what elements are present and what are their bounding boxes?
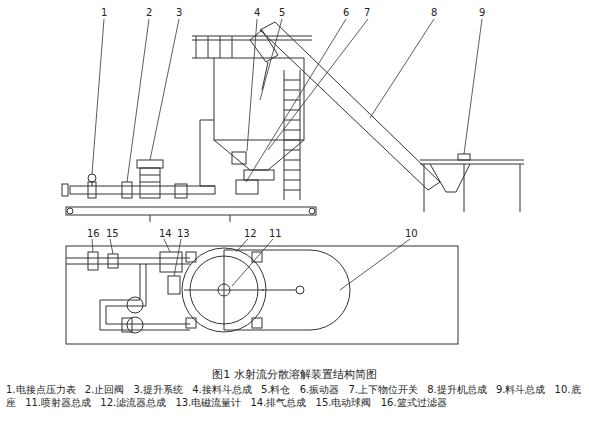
ladder-rung [284,160,300,161]
part-name: 13.电磁流量计 [175,397,241,408]
part-name: 9.料斗总成 [496,384,546,395]
ladder-rung [284,80,300,81]
callout-number: 11 [268,228,283,239]
callout-number: 3 [175,7,183,18]
callout-number: 12 [243,228,258,239]
ladder-rung [284,130,300,131]
part-name: 12.滤流器总成 [100,397,166,408]
callout-number: 13 [176,228,191,239]
callout-number: 2 [145,7,153,18]
callout-number: 16 [86,228,101,239]
part-name: 5.料仓 [261,384,291,395]
part-name: 8.提升机总成 [427,384,487,395]
callout-number: 8 [430,7,438,18]
ladder-rung [284,150,300,151]
figure-caption: 图1 水射流分散溶解装置结构简图 [212,368,377,381]
callout-number: 15 [105,228,120,239]
part-name: 16.篮式过滤器 [381,397,447,408]
callout-number: 9 [478,7,486,18]
ladder-rung [284,170,300,171]
callout-number: 4 [253,7,261,18]
part-name: 4.接料斗总成 [192,384,252,395]
part-name: 3.提升系统 [133,384,183,395]
part-name: 1.电接点压力表 [6,384,76,395]
ladder-rung [284,190,300,191]
parts-list: 1.电接点压力表 2.止回阀 3.提升系统 4.接料斗总成 5.料仓 6.振动器… [6,383,581,409]
callout-number: 6 [342,7,350,18]
callout-number: 7 [363,7,371,18]
callout-number: 10 [404,228,419,239]
callout-number: 1 [100,7,108,18]
ladder-rung [284,140,300,141]
part-name: 15.电动球阀 [316,397,372,408]
part-name: 2.止回阀 [85,384,125,395]
part-name: 14.排气总成 [250,397,306,408]
callout-number: 5 [278,7,286,18]
part-name: 7.上下物位开关 [348,384,418,395]
ladder-rung [284,110,300,111]
part-name: 6.振动器 [300,384,340,395]
ladder-rung [284,180,300,181]
ladder-rung [284,90,300,91]
ladder-rung [284,120,300,121]
callout-number: 14 [158,228,173,239]
part-name: 11.喷射器总成 [25,397,91,408]
ladder-rung [284,100,300,101]
